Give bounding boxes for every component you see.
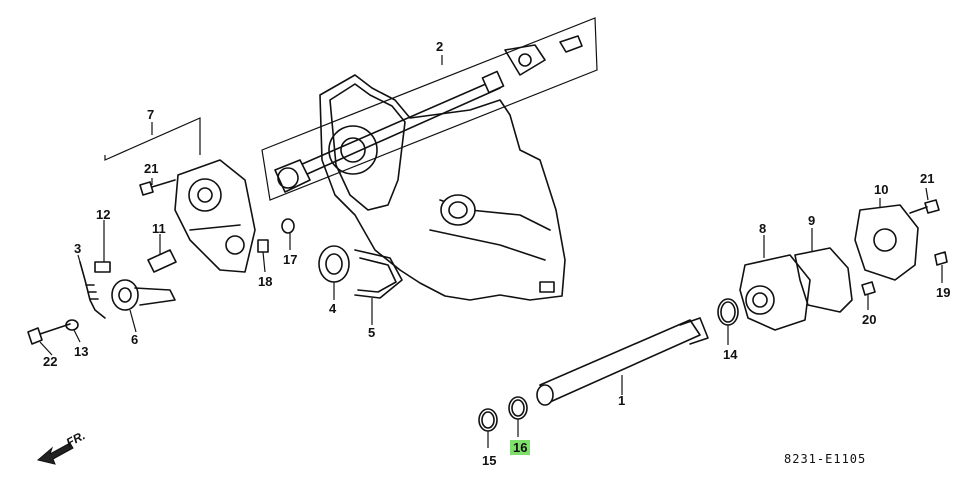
part-11-bolt: [147, 249, 177, 273]
front-arrow-icon: [36, 442, 74, 465]
part-18-dowel: [257, 239, 269, 253]
part-17-washer: [281, 218, 295, 234]
part-22-bolt: [27, 323, 71, 345]
part-21-bolt-right: [909, 199, 940, 214]
part-label-11[interactable]: 11: [152, 221, 166, 236]
part-14-oring: [717, 298, 739, 326]
part-21-bolt-left: [139, 179, 176, 196]
part-8-housing: [739, 254, 811, 331]
part-label-12[interactable]: 12: [96, 207, 111, 222]
part-2-shaft: [261, 17, 598, 201]
part-label-9[interactable]: 9: [808, 213, 816, 228]
part-label-13[interactable]: 13: [74, 344, 89, 359]
part-5-belt: [354, 249, 403, 299]
part-label-16-highlighted[interactable]: 16: [510, 440, 531, 455]
leader-lines: [39, 55, 943, 448]
part-label-15[interactable]: 15: [482, 453, 497, 468]
part-label-10[interactable]: 10: [874, 182, 889, 197]
part-9-gasket: [794, 247, 853, 313]
part-label-18[interactable]: 18: [258, 274, 273, 289]
part-label-2[interactable]: 2: [436, 39, 444, 54]
part-label-4[interactable]: 4: [329, 301, 337, 316]
engine-case: [319, 74, 566, 301]
part-6-tensioner: [111, 279, 176, 311]
part-label-8[interactable]: 8: [759, 221, 767, 236]
part-label-6[interactable]: 6: [131, 332, 139, 347]
part-1-tube: [536, 317, 709, 406]
part-7-assembly: [104, 117, 256, 273]
part-16-ring: [508, 396, 528, 420]
part-10-cover: [854, 204, 919, 281]
diagram-code: 8231-E1105: [784, 452, 867, 466]
part-label-14[interactable]: 14: [723, 347, 738, 362]
part-label-1[interactable]: 1: [618, 393, 626, 408]
part-label-5[interactable]: 5: [368, 325, 376, 340]
part-label-20[interactable]: 20: [862, 312, 877, 327]
part-20-bolt: [861, 281, 876, 296]
part-15-ring: [478, 408, 498, 432]
part-4-pulley: [318, 245, 350, 283]
oil-seal: [440, 194, 476, 226]
part-label-21-right[interactable]: 21: [920, 171, 935, 186]
part-label-17[interactable]: 17: [283, 252, 298, 267]
part-label-21-left[interactable]: 21: [144, 161, 159, 176]
part-label-7[interactable]: 7: [147, 107, 155, 122]
part-3-spring: [79, 261, 106, 319]
part-12-bolt: [94, 261, 111, 273]
part-label-3[interactable]: 3: [74, 241, 82, 256]
part-label-19[interactable]: 19: [936, 285, 951, 300]
part-19-bolt: [934, 251, 948, 266]
part-label-22[interactable]: 22: [43, 354, 58, 369]
